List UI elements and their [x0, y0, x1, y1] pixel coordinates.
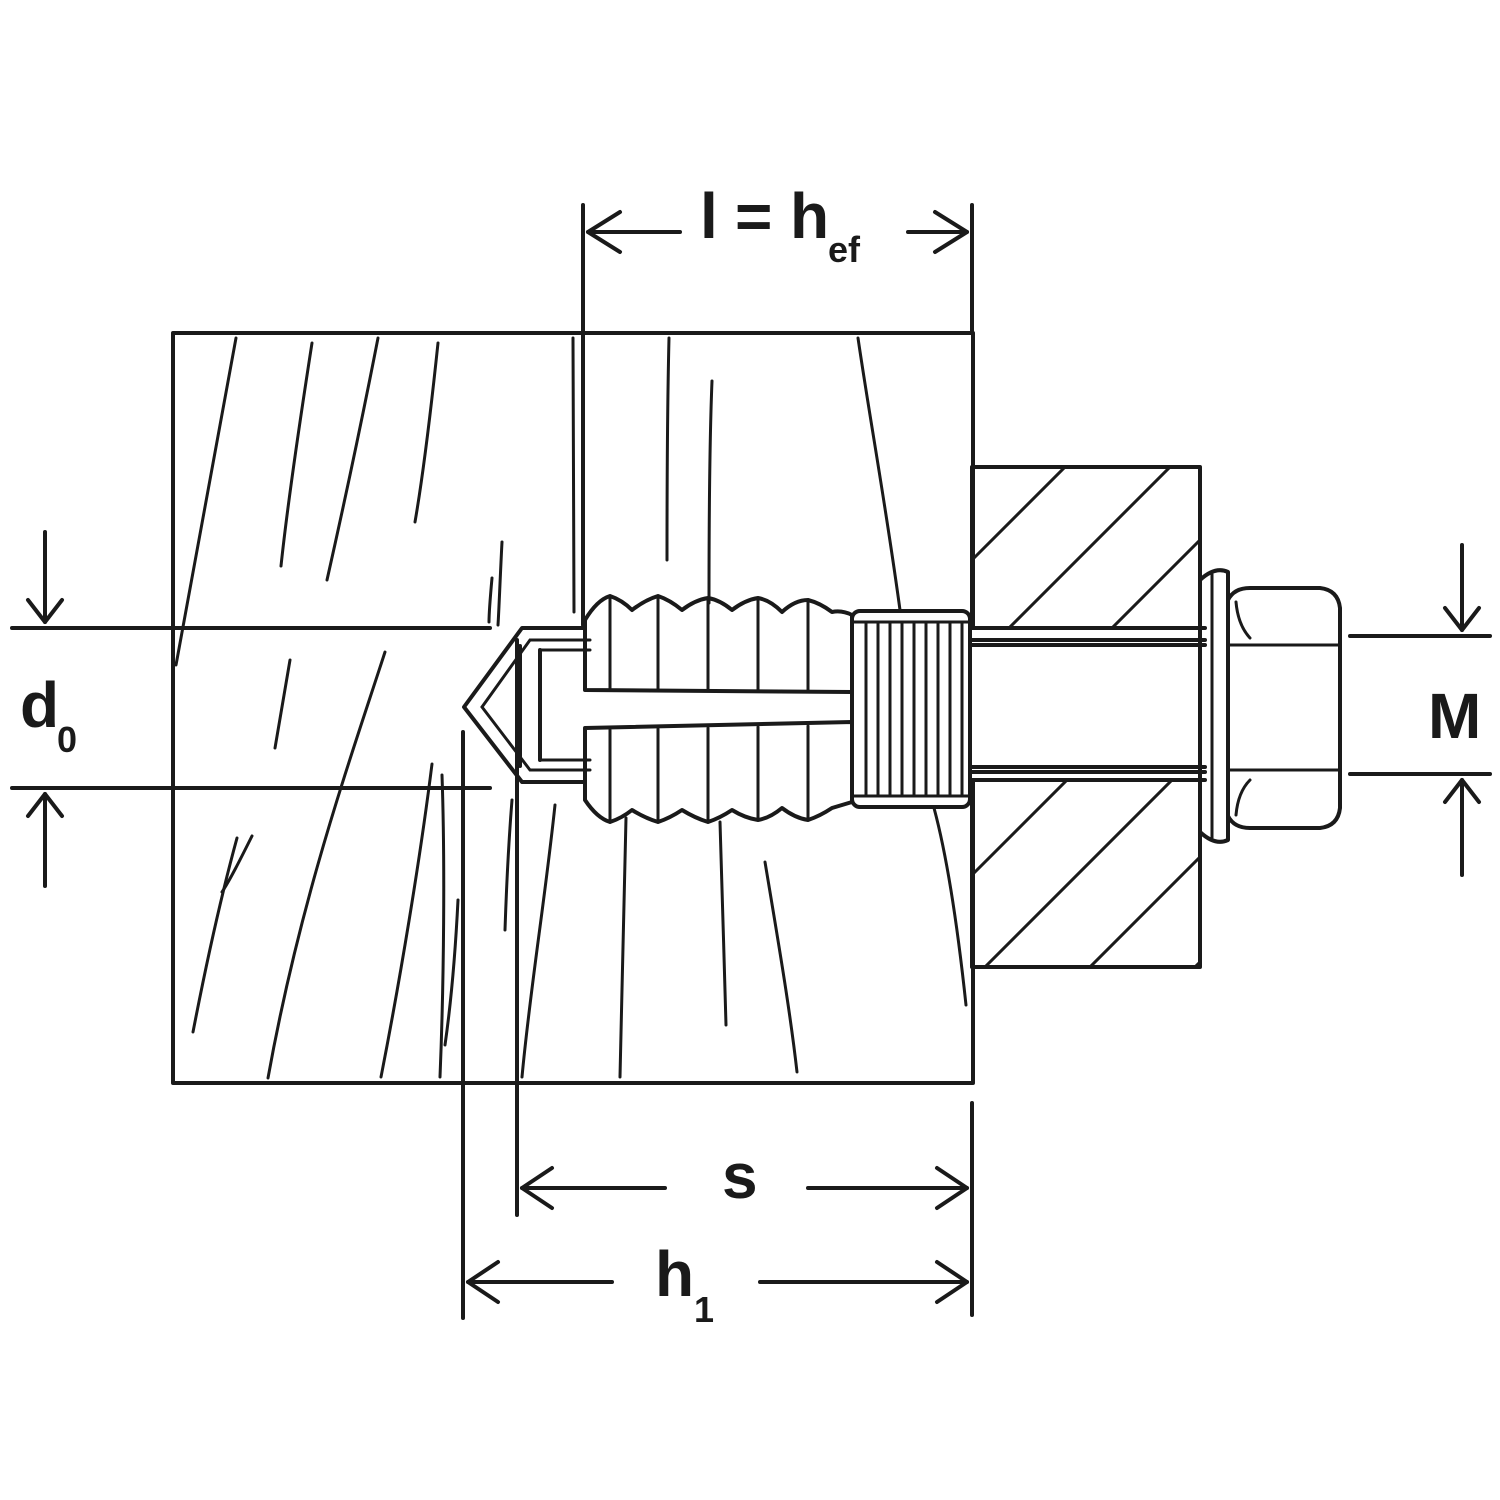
hex-nut: [1226, 586, 1342, 830]
label-h-ef-sub: ef: [828, 229, 861, 270]
label-h-ef: h: [790, 180, 829, 252]
bolt-shank: [968, 626, 1207, 782]
dimension-h1: [461, 730, 969, 1320]
label-h1-sub: 1: [694, 1289, 714, 1330]
drill-hole: [462, 626, 592, 784]
label-s: s: [722, 1140, 758, 1212]
knurled-collar: [850, 609, 972, 809]
label-l: l: [700, 180, 718, 252]
dimension-s: [515, 638, 974, 1317]
label-h1: h: [655, 1238, 694, 1310]
wood-block: [171, 331, 975, 1085]
dimension-d0: [10, 530, 492, 888]
label-d0: d: [20, 669, 59, 741]
washer: [1198, 568, 1230, 844]
label-equals: =: [735, 180, 772, 252]
label-d0-sub: 0: [57, 719, 77, 760]
dimension-l-hef: [581, 203, 974, 627]
dimension-m: [1348, 543, 1492, 877]
expansion-sleeve: [583, 594, 854, 824]
label-m: M: [1428, 680, 1481, 752]
